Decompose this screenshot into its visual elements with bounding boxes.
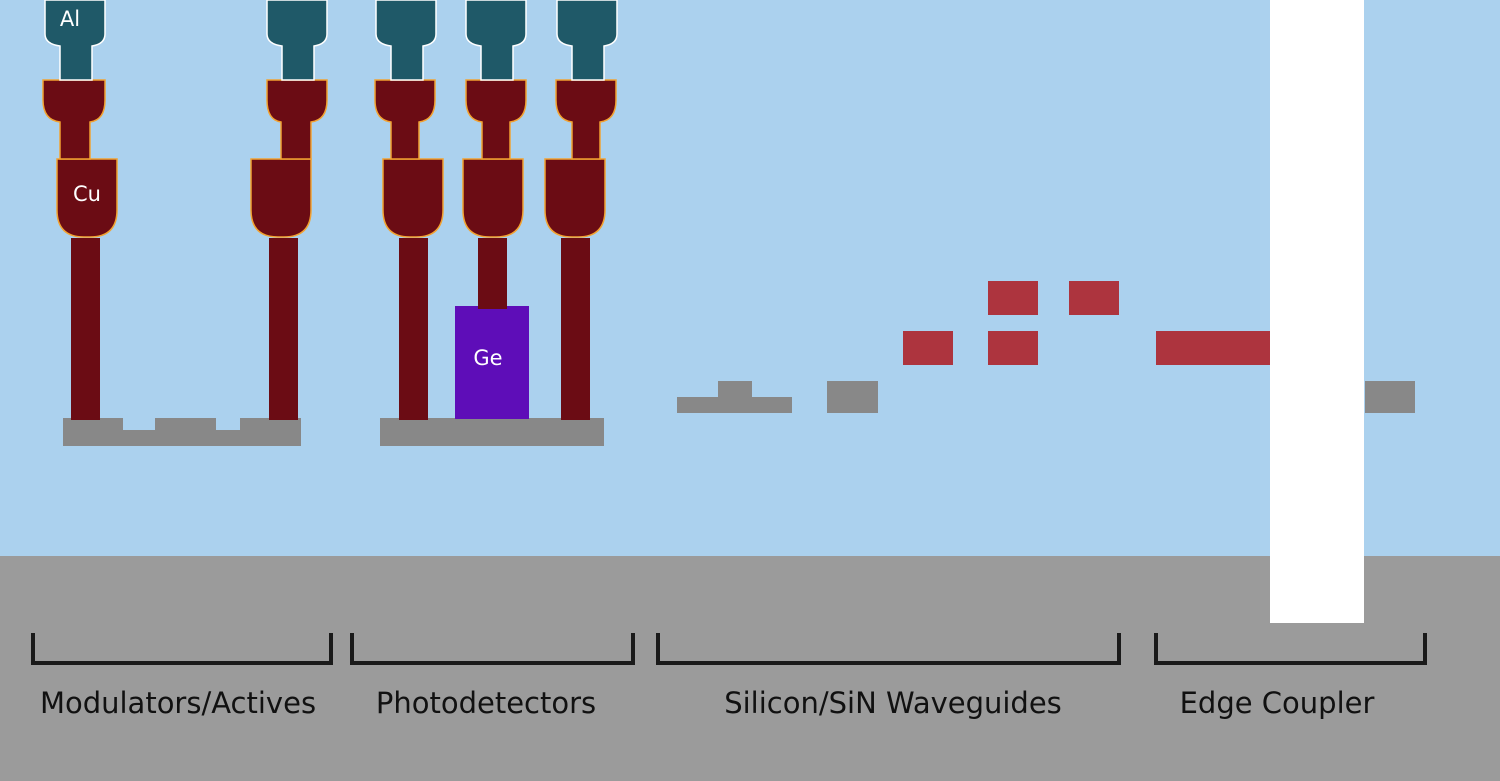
copper-pad [544, 158, 606, 238]
bracket-photodetectors [350, 633, 635, 665]
germanium-label: Ge [473, 346, 502, 370]
copper-label: Cu [73, 182, 101, 206]
aluminum-via [465, 0, 527, 81]
germanium-absorber [455, 306, 529, 419]
bracket-waveguides [656, 633, 1121, 665]
copper-via [374, 79, 436, 160]
photodetector-contact-left [374, 0, 444, 420]
copper-pad [382, 158, 444, 238]
tungsten-via [71, 238, 100, 420]
photodetector-contact-center [462, 0, 527, 309]
bracket-modulators [31, 633, 333, 665]
section-label-waveguides: Silicon/SiN Waveguides [724, 686, 1062, 720]
tungsten-via [399, 238, 428, 420]
aluminum-via [375, 0, 437, 81]
tungsten-via [561, 238, 590, 420]
silicon-strip-waveguide [827, 381, 878, 413]
modulator-contact-right [250, 0, 328, 420]
section-label-edge-coupler: Edge Coupler [1180, 686, 1375, 720]
copper-pad [250, 158, 312, 238]
sin-waveguide-upper-2 [1069, 281, 1119, 315]
copper-pad [462, 158, 524, 238]
copper-via [42, 79, 106, 160]
sin-waveguide-lower-1 [903, 331, 953, 365]
sin-waveguide-lower-2 [988, 331, 1038, 365]
photodetector-silicon-slab [380, 418, 604, 446]
deep-trench [1270, 0, 1364, 623]
section-brackets [31, 633, 1427, 665]
silicon-rib-waveguide [677, 381, 792, 413]
aluminum-via [266, 0, 328, 81]
copper-via [465, 79, 527, 160]
waveguide-group [677, 281, 1119, 413]
copper-pad [56, 158, 118, 238]
tungsten-via [269, 238, 298, 420]
modulator-contact-left: Al Cu [42, 0, 118, 420]
oxide-cladding [0, 0, 1500, 556]
tungsten-via [478, 238, 507, 309]
sin-waveguide-upper-1 [988, 281, 1038, 315]
photodetector-device: Ge [374, 0, 618, 446]
copper-via [555, 79, 617, 160]
section-label-modulators: Modulators/Actives [40, 686, 316, 720]
silicon-substrate [0, 556, 1500, 781]
bracket-edge-coupler [1154, 633, 1427, 665]
photodetector-contact-right [544, 0, 618, 420]
copper-via [266, 79, 328, 160]
silicon-waveguide-beyond-trench [1365, 381, 1415, 413]
edge-coupler-group [1156, 0, 1415, 623]
modulator-device: Al Cu [42, 0, 328, 446]
aluminum-label: Al [60, 7, 80, 31]
section-labels: Modulators/Actives Photodetectors Silico… [40, 686, 1375, 720]
aluminum-via [44, 0, 106, 81]
section-label-photodetectors: Photodetectors [376, 686, 596, 720]
aluminum-via [556, 0, 618, 81]
modulator-silicon-rib [63, 418, 301, 446]
sin-edge-coupler-taper [1156, 331, 1271, 365]
